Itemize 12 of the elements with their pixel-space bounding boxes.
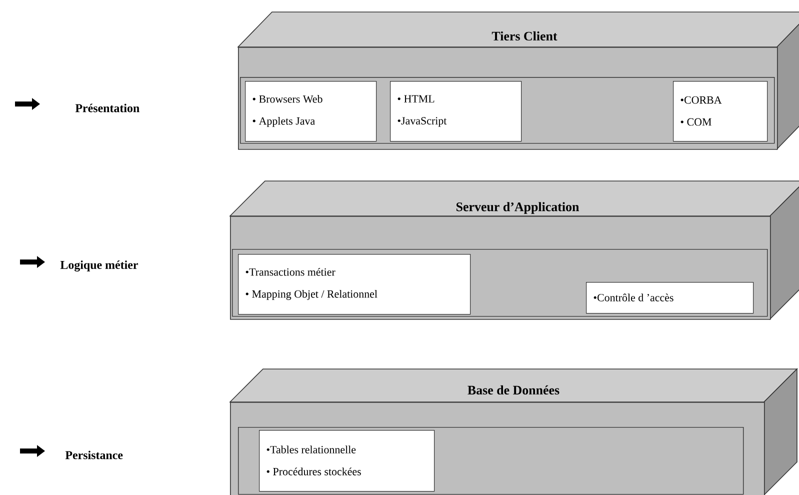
layer-label: Logique métier (60, 260, 138, 272)
item-box: •Transactions métier • Mapping Objet / Relationnel (238, 254, 471, 315)
item-box: •Contrôle d ’accès (586, 282, 754, 314)
node-label: Base de Données (468, 385, 560, 395)
item-box: •CORBA • COM (673, 81, 768, 142)
item-box: •Tables relationnelle • Procédures stockées (259, 430, 435, 492)
item-box: • Browsers Web • Applets Java (245, 81, 377, 142)
layer-label: Présentation (75, 104, 140, 112)
node-label: Tiers Client (492, 31, 558, 41)
layer-label: Persistance (65, 450, 123, 460)
item-box: • HTML •JavaScript (390, 81, 522, 142)
node-label: Serveur d’Application (456, 202, 580, 214)
